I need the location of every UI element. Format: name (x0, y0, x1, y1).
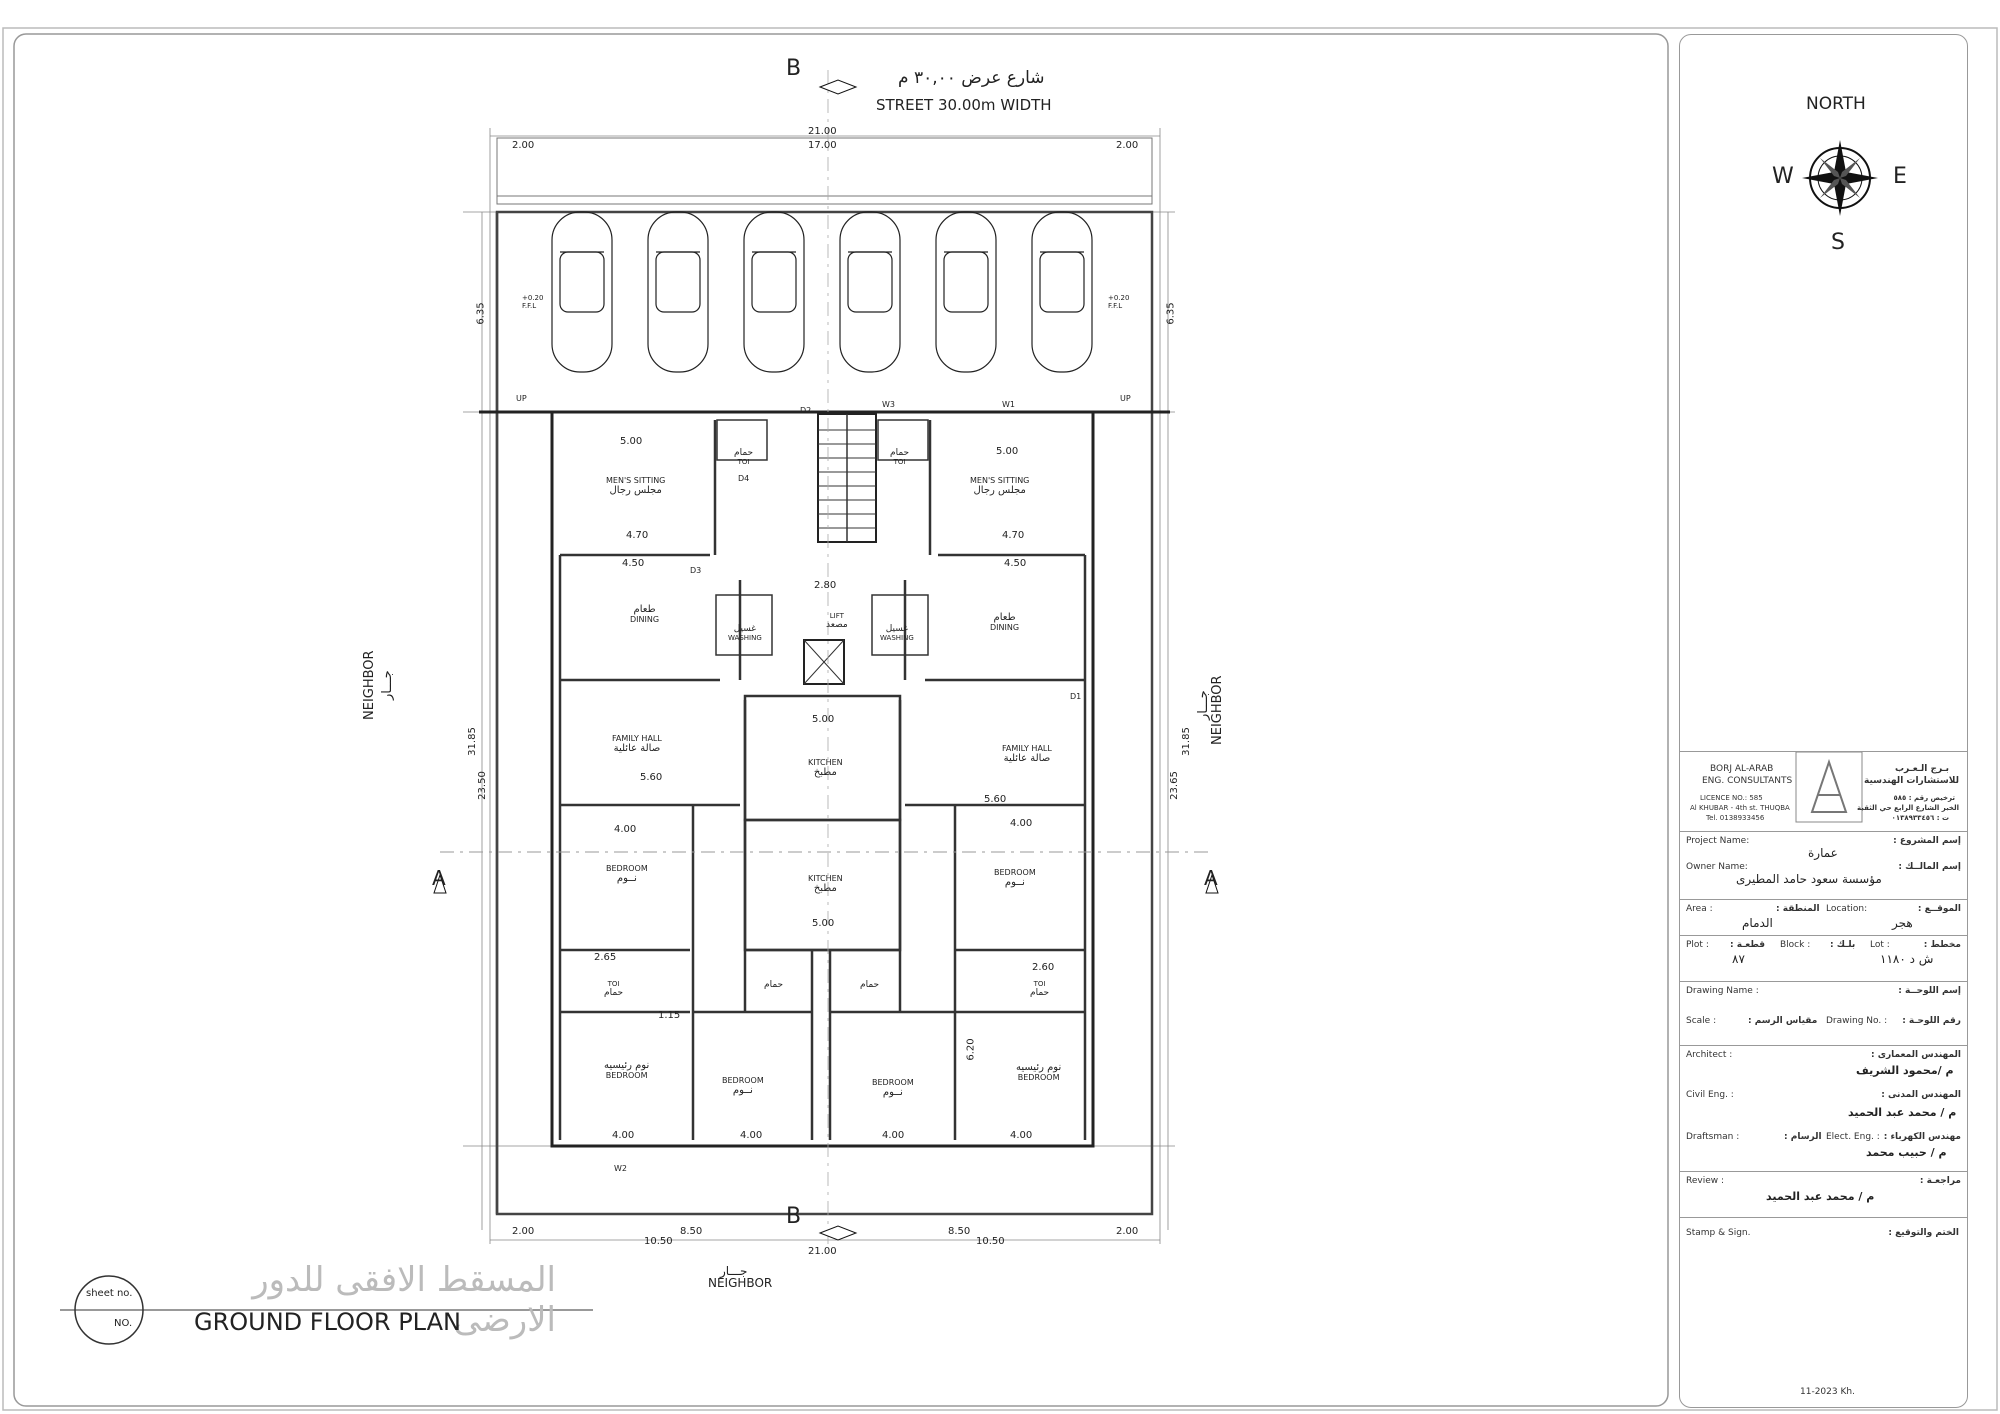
company-ar-1: بـرج الـعـرب (1894, 764, 1949, 774)
civil-label: Civil Eng. : (1686, 1090, 1734, 1100)
licence-ar: ترخيص رقم : ٥٨٥ (1893, 794, 1955, 802)
drawing-frame (13, 33, 1669, 1407)
owner-label-ar: إسم المالــك : (1898, 862, 1961, 872)
lot-label: Lot : (1870, 940, 1890, 950)
project-label-ar: إسم المشروع : (1893, 836, 1961, 846)
address-en: Al KHUBAR - 4th st. THUQBA (1690, 804, 1790, 812)
sheet-bubble (60, 1275, 593, 1345)
plot-box: Plot : قطعـة : ٨٧ Block : بلـك : Lot : م… (1680, 935, 1967, 972)
review-value: م / محمد عبد الحميد (1766, 1190, 1875, 1203)
location-value: هجر (1892, 916, 1913, 930)
licence-en: LICENCE NO.: 585 (1700, 794, 1763, 802)
draftsman-label-ar: الرسام : (1784, 1132, 1822, 1142)
location-label-ar: الموقــع : (1917, 904, 1961, 914)
drawing-no-label: Drawing No. : (1826, 1016, 1888, 1026)
team-box: Architect : المهندس المعمارى : م /محمود … (1680, 1045, 1967, 1159)
plot-label: Plot : (1686, 940, 1709, 950)
civil-value: م / محمد عبد الحميد (1848, 1106, 1957, 1119)
stamp-label-ar: الختم والتوقيع : (1888, 1228, 1959, 1238)
paper-frame (2, 27, 1998, 1411)
drawing-name-label-ar: إسم اللوحــة : (1898, 986, 1961, 996)
elect-label-ar: مهندس الكهرباء : (1883, 1132, 1961, 1142)
lot-value: ش د ١١٨٠ (1880, 952, 1934, 966)
north-arrow-icon (1802, 140, 1878, 216)
architect-value: م /محمود الشريف (1856, 1064, 1954, 1077)
area-value: الدمام (1742, 916, 1773, 930)
company-en-1: BORJ AL-ARAB (1710, 764, 1774, 774)
stamp-label: Stamp & Sign. (1686, 1228, 1751, 1238)
drawing-name-label: Drawing Name : (1686, 986, 1759, 996)
company-en-2: ENG. CONSULTANTS (1702, 776, 1793, 786)
company-logo-icon (1795, 751, 1863, 823)
elect-value: م / حبيب محمد (1866, 1146, 1947, 1159)
owner-value: مؤسسة سعود حامد المطيرى (1736, 872, 1882, 886)
area-box: Area : المنطقة : الدمام Location: الموقـ… (1680, 899, 1967, 930)
draftsman-label: Draftsman : (1686, 1132, 1740, 1142)
civil-label-ar: المهندس المدنى : (1881, 1090, 1961, 1100)
architect-label-ar: المهندس المعمارى : (1870, 1050, 1961, 1060)
review-label-ar: مراجعـة : (1919, 1176, 1961, 1186)
block-label: Block : (1780, 940, 1811, 950)
stamp-box: Stamp & Sign. الختم والتوقيع : (1680, 1217, 1967, 1238)
tel-en: Tel. 0138933456 (1706, 814, 1765, 822)
drawing-box: Drawing Name : إسم اللوحــة : Scale : مق… (1680, 981, 1967, 1026)
parking-cars (551, 211, 1093, 373)
area-label-ar: المنطقة : (1776, 904, 1820, 914)
scale-label-ar: مقياس الرسم : (1748, 1016, 1818, 1026)
tel-ar: ت : ٠١٣٨٩٣٣٤٥٦ (1891, 814, 1949, 822)
scale-label: Scale : (1686, 1016, 1717, 1026)
review-box: Review : مراجعـة : م / محمد عبد الحميد (1680, 1171, 1967, 1203)
title-block: BORJ AL-ARAB ENG. CONSULTANTS LICENCE NO… (1679, 34, 1968, 1408)
company-ar-2: للاستشارات الهندسية (1864, 776, 1959, 786)
location-label: Location: (1826, 904, 1868, 914)
drawing-date: 11-2023 Kh. (1800, 1387, 1855, 1397)
address-ar: الخبر الشارع الرابع حي الثقبة (1857, 804, 1959, 812)
owner-label: Owner Name: (1686, 862, 1748, 872)
project-value: عمارة (1808, 846, 1838, 860)
area-label: Area : (1686, 904, 1713, 914)
elect-label: Elect. Eng. : (1826, 1132, 1880, 1142)
plot-value: ٨٧ (1732, 952, 1745, 966)
project-label: Project Name: (1686, 836, 1750, 846)
drawing-no-label-ar: رقم اللوحـة : (1902, 1016, 1961, 1026)
architect-label: Architect : (1686, 1050, 1733, 1060)
review-label: Review : (1686, 1176, 1725, 1186)
section-markers (433, 79, 1219, 1241)
project-box: Project Name: إسم المشروع : عمارة Owner … (1680, 831, 1967, 886)
block-label-ar: بلـك : (1830, 940, 1856, 950)
floor-plan (440, 70, 1210, 1250)
lot-label-ar: مخطط : (1923, 940, 1961, 950)
plot-label-ar: قطعـة : (1730, 940, 1766, 950)
company-box: BORJ AL-ARAB ENG. CONSULTANTS LICENCE NO… (1680, 751, 1967, 864)
